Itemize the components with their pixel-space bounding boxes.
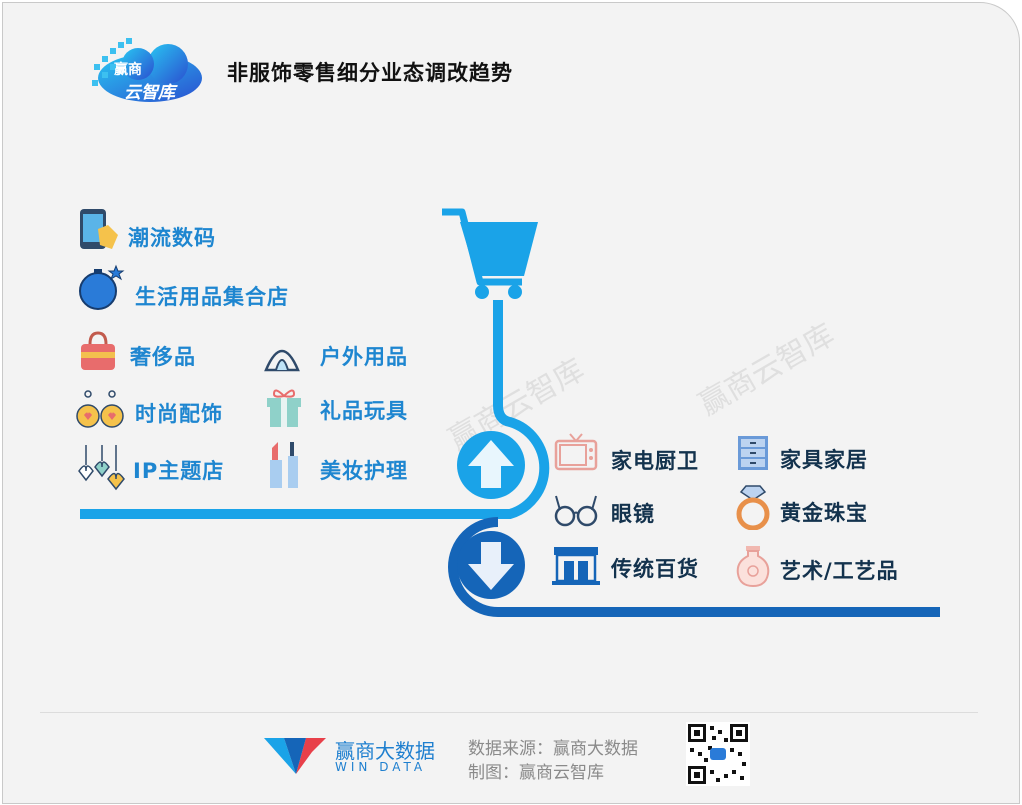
footer-brand-sub: WIN DATA (335, 760, 427, 774)
tv-icon (554, 433, 598, 471)
windata-logo-icon (264, 738, 326, 774)
cosmetics-icon (270, 442, 298, 488)
trend-track-diagram (80, 208, 940, 617)
tent-icon (264, 349, 300, 372)
rising-item: 礼品玩具 (320, 399, 408, 423)
cabinet-icon (738, 436, 768, 470)
glasses-icon (554, 495, 598, 527)
ornament-icon (79, 264, 125, 310)
footer-divider (40, 712, 978, 713)
vase-icon (736, 546, 770, 588)
footer-brand: 赢商大数据 (335, 739, 435, 763)
hearts-icon (78, 445, 125, 491)
falling-item: 家具家居 (780, 448, 868, 472)
up-arrow-icon (457, 431, 525, 499)
down-arrow-icon (457, 531, 525, 599)
falling-item: 传统百货 (611, 557, 699, 581)
rising-item: 户外用品 (320, 345, 408, 369)
rising-item: 潮流数码 (128, 226, 216, 250)
rising-item: 美妆护理 (320, 459, 408, 483)
logo-text-bottom: 云智库 (124, 83, 175, 103)
shopping-cart-icon (442, 208, 538, 299)
storefront-icon (552, 547, 600, 585)
earrings-icon (76, 390, 124, 428)
page-title: 非服饰零售细分业态调改趋势 (227, 61, 513, 85)
falling-item: 家电厨卫 (611, 449, 699, 473)
qr-code-icon (686, 722, 750, 786)
smartphone-icon (80, 209, 118, 249)
falling-item: 艺术/工艺品 (780, 559, 899, 583)
handbag-icon (81, 331, 115, 370)
falling-item: 黄金珠宝 (780, 501, 868, 525)
ring-icon (736, 485, 770, 530)
logo-text-top: 赢商 (114, 62, 142, 78)
rising-item: 时尚配饰 (135, 402, 223, 426)
gift-icon (267, 389, 301, 427)
rising-item: IP主题店 (133, 459, 225, 483)
logo-cloud-icon (92, 38, 202, 102)
data-source: 数据来源：赢商大数据 (468, 739, 638, 759)
rising-item: 生活用品集合店 (135, 285, 289, 309)
rising-item: 奢侈品 (130, 345, 196, 369)
falling-item: 眼镜 (611, 502, 655, 526)
chart-maker: 制图：赢商云智库 (468, 763, 604, 783)
